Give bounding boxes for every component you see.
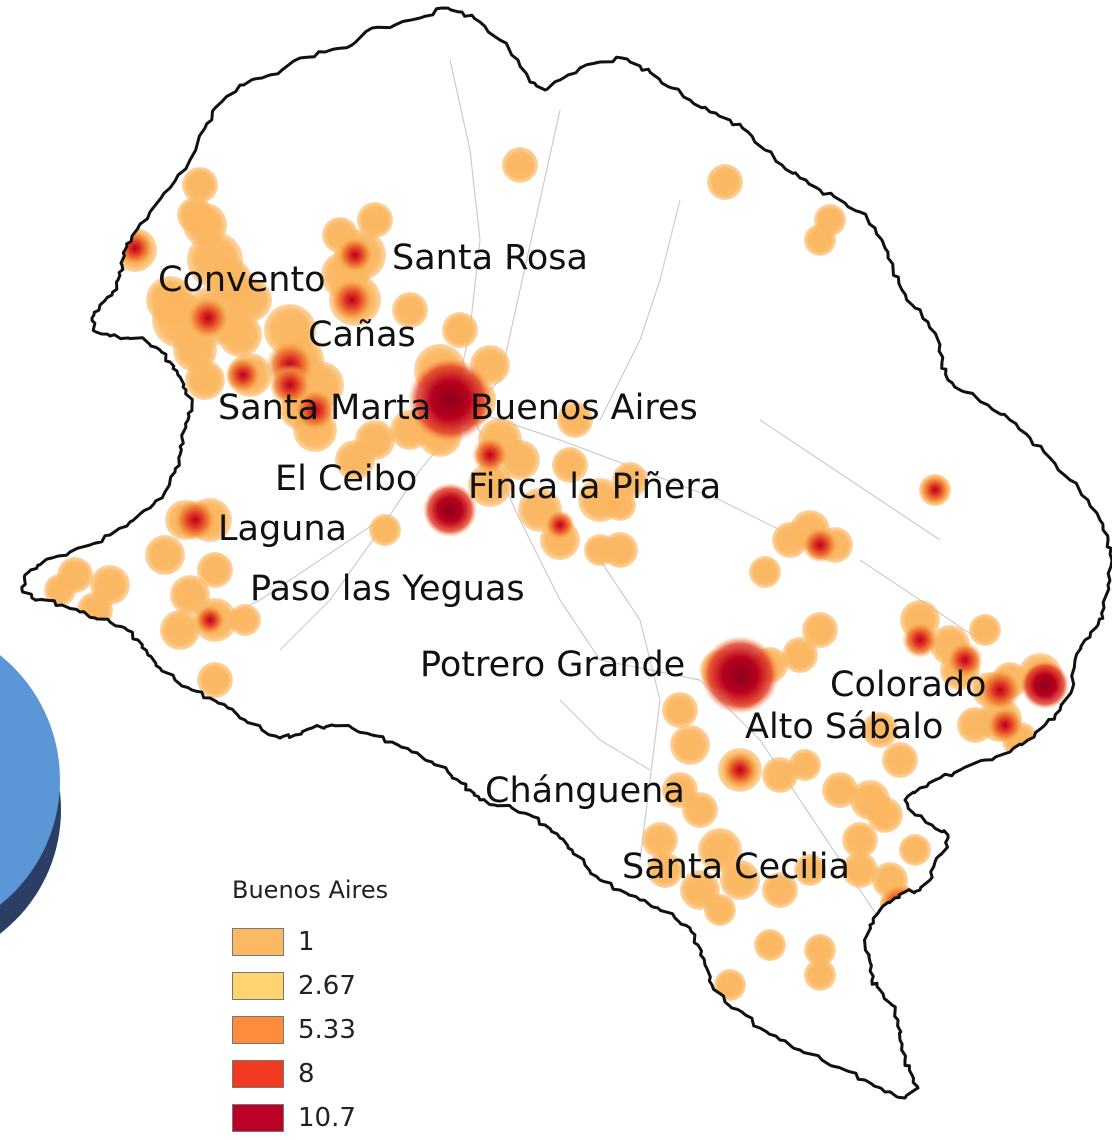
- label-colorado: Colorado: [830, 665, 987, 705]
- label-changuena: Chánguena: [485, 771, 685, 811]
- label-buenos-aires: Buenos Aires: [470, 388, 698, 428]
- map-legend: Buenos Aires 1 2.67 5.33 8 10.7: [232, 876, 452, 1140]
- label-canas: Cañas: [308, 315, 416, 355]
- road-network: [199, 59, 981, 921]
- legend-row-2: 2.67: [232, 964, 452, 1008]
- legend-label-2: 2.67: [298, 971, 356, 1001]
- label-santa-rosa: Santa Rosa: [392, 238, 588, 278]
- heat-hotspots: [117, 230, 1069, 926]
- label-paso-las-yeguas: Paso las Yeguas: [250, 569, 525, 609]
- region-boundary: [20, 6, 1112, 1100]
- legend-swatch-4: [232, 1060, 284, 1088]
- legend-title: Buenos Aires: [232, 876, 389, 904]
- legend-label-5: 10.7: [298, 1103, 356, 1133]
- legend-row-5: 10.7: [232, 1096, 452, 1140]
- label-santa-marta: Santa Marta: [218, 388, 432, 428]
- label-potrero-grande: Potrero Grande: [420, 645, 686, 685]
- label-alto-sabalo: Alto Sábalo: [745, 707, 944, 747]
- legend-swatch-2: [232, 972, 284, 1000]
- label-el-ceibo: El Ceibo: [275, 459, 418, 499]
- legend-swatch-5: [232, 1104, 284, 1132]
- legend-label-3: 5.33: [298, 1015, 356, 1045]
- legend-row-4: 8: [232, 1052, 452, 1096]
- legend-row-1: 1: [232, 920, 452, 964]
- decorative-circle: [0, 655, 61, 934]
- label-santa-cecilia: Santa Cecilia: [622, 847, 850, 887]
- label-laguna: Laguna: [218, 509, 347, 549]
- legend-label-1: 1: [298, 927, 315, 957]
- label-convento: Convento: [158, 260, 326, 300]
- legend-label-4: 8: [298, 1059, 315, 1089]
- legend-row-3: 5.33: [232, 1008, 452, 1052]
- legend-swatch-1: [232, 928, 284, 956]
- legend-swatch-3: [232, 1016, 284, 1044]
- label-finca-la-pinera: Finca la Piñera: [468, 467, 722, 507]
